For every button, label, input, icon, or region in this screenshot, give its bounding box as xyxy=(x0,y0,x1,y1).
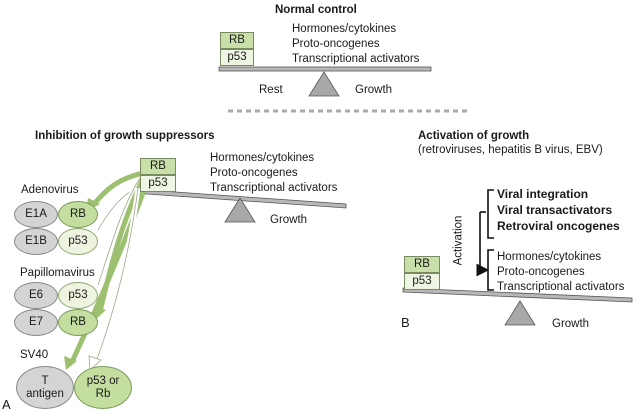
panel-a-factor-hormones: Hormones/cytokines xyxy=(210,152,315,164)
panel-b-letter: B xyxy=(401,315,410,330)
panel-b-rb-box: RB xyxy=(404,256,440,273)
adeno-p53-oval: p53 xyxy=(58,228,98,255)
panel-a-p53-box: p53 xyxy=(140,175,176,192)
panel-b-growth-label: Growth xyxy=(552,318,590,330)
panel-b-factor-transcriptional: Transcriptional activators xyxy=(497,281,625,293)
papilloma-e7-oval: E7 xyxy=(14,309,58,336)
activation-brackets xyxy=(476,189,494,291)
sv40-target-text: p53 or Rb xyxy=(86,374,120,400)
panel-b-factor-hormones: Hormones/cytokines xyxy=(497,251,602,263)
panel-a-letter: A xyxy=(2,397,11,412)
viral-item-transactivators: Viral transactivators xyxy=(497,203,613,217)
viral-item-retroviral-oncogenes: Retroviral oncogenes xyxy=(497,219,620,233)
top-factor-list: Hormones/cytokines Proto-oncogenes Trans… xyxy=(292,23,419,66)
inhibition-arrows xyxy=(64,169,153,371)
panel-b-heading: Activation of growth xyxy=(418,130,530,142)
panel-a-rb-box: RB xyxy=(140,158,176,175)
adeno-e1a-oval: E1A xyxy=(14,201,58,228)
top-factor-transcriptional: Transcriptional activators xyxy=(292,53,420,65)
panel-a-factor-list: Hormones/cytokines Proto-oncogenes Trans… xyxy=(210,152,337,195)
top-p53-box: p53 xyxy=(220,49,254,66)
panel-b-subheading: (retroviruses, hepatitis B virus, EBV) xyxy=(418,144,603,156)
panel-b-factor-list: Hormones/cytokines Proto-oncogenes Trans… xyxy=(497,251,624,294)
sv40-label: SV40 xyxy=(20,349,49,361)
arrow-to-sv40-rb xyxy=(69,173,153,364)
top-rb-box: RB xyxy=(220,32,254,49)
top-fulcrum xyxy=(308,71,340,97)
papillomavirus-label: Papillomavirus xyxy=(20,267,95,279)
papilloma-p53-oval: p53 xyxy=(58,282,98,309)
papilloma-rb-oval: RB xyxy=(58,309,98,336)
sv40-t-antigen-text: T antigen xyxy=(26,374,64,400)
top-factor-proto-oncogenes: Proto-oncogenes xyxy=(292,38,380,50)
top-factor-hormones: Hormones/cytokines xyxy=(292,23,397,35)
top-title: Normal control xyxy=(275,4,357,16)
top-balance-beam xyxy=(218,66,432,72)
panel-a-factor-transcriptional: Transcriptional activators xyxy=(210,182,338,194)
papilloma-e6-oval: E6 xyxy=(14,282,58,309)
top-rest-label: Rest xyxy=(259,84,283,96)
adeno-rb-oval: RB xyxy=(58,201,98,228)
activation-label: Activation xyxy=(452,215,465,266)
adenovirus-label: Adenovirus xyxy=(21,184,79,196)
panel-a-factor-proto-oncogenes: Proto-oncogenes xyxy=(210,167,298,179)
viral-items-list: Viral integration Viral transactivators … xyxy=(497,188,620,233)
top-growth-label: Growth xyxy=(355,84,393,96)
panel-a-heading: Inhibition of growth suppressors xyxy=(35,130,215,142)
panel-b-p53-box: p53 xyxy=(404,273,440,290)
panel-a-fulcrum xyxy=(224,197,256,223)
adeno-e1b-oval: E1B xyxy=(14,228,58,255)
sv40-target-oval: p53 or Rb xyxy=(74,366,132,409)
panel-b-factor-proto-oncogenes: Proto-oncogenes xyxy=(497,266,585,278)
panel-b-fulcrum xyxy=(504,300,536,326)
panel-a-growth-label: Growth xyxy=(270,214,308,226)
sv40-t-antigen-oval: T antigen xyxy=(16,366,74,409)
panel-b-balance-beam xyxy=(402,287,633,303)
viral-item-integration: Viral integration xyxy=(497,187,589,201)
